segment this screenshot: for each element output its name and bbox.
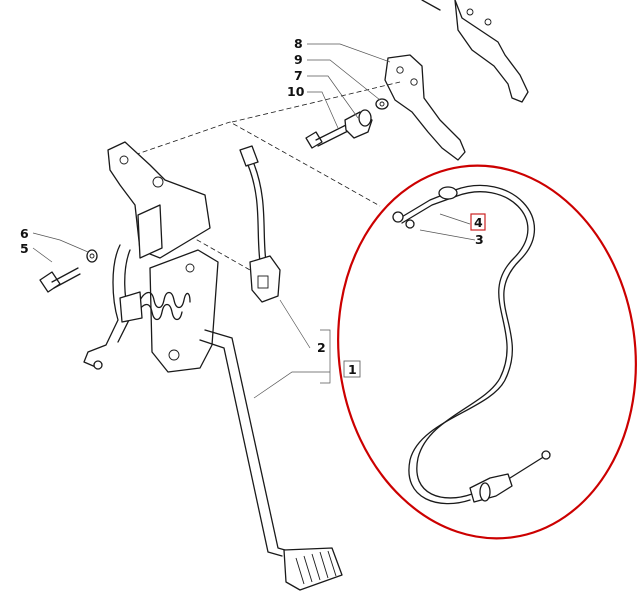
callout-2: 2 — [317, 340, 326, 355]
callout-6: 6 — [20, 226, 29, 241]
bolt-and-bushing — [305, 98, 389, 149]
pedal-assembly — [83, 141, 219, 373]
callout-1-box — [343, 360, 361, 378]
pedal-arm — [199, 329, 343, 591]
callout-8: 8 — [294, 36, 303, 51]
callout-9: 9 — [294, 52, 303, 67]
callout-5: 5 — [20, 241, 29, 256]
callout-10: 10 — [287, 84, 305, 99]
callout-7: 7 — [294, 68, 303, 83]
cable-bracket — [384, 54, 466, 161]
callout-labels: 8 9 7 10 6 5 4 3 2 1 — [20, 36, 486, 378]
callout-1: 1 — [348, 362, 357, 377]
callout-3: 3 — [475, 232, 484, 247]
highlight-ellipse — [337, 164, 637, 540]
callout-4-box — [470, 213, 486, 231]
upper-mounting-bracket — [421, 0, 529, 103]
accelerator-cable — [392, 184, 551, 505]
callout-4: 4 — [474, 215, 483, 230]
bolt-and-washer — [39, 249, 98, 293]
callout-leaders — [32, 43, 476, 399]
pedal-position-sensor — [239, 145, 281, 303]
